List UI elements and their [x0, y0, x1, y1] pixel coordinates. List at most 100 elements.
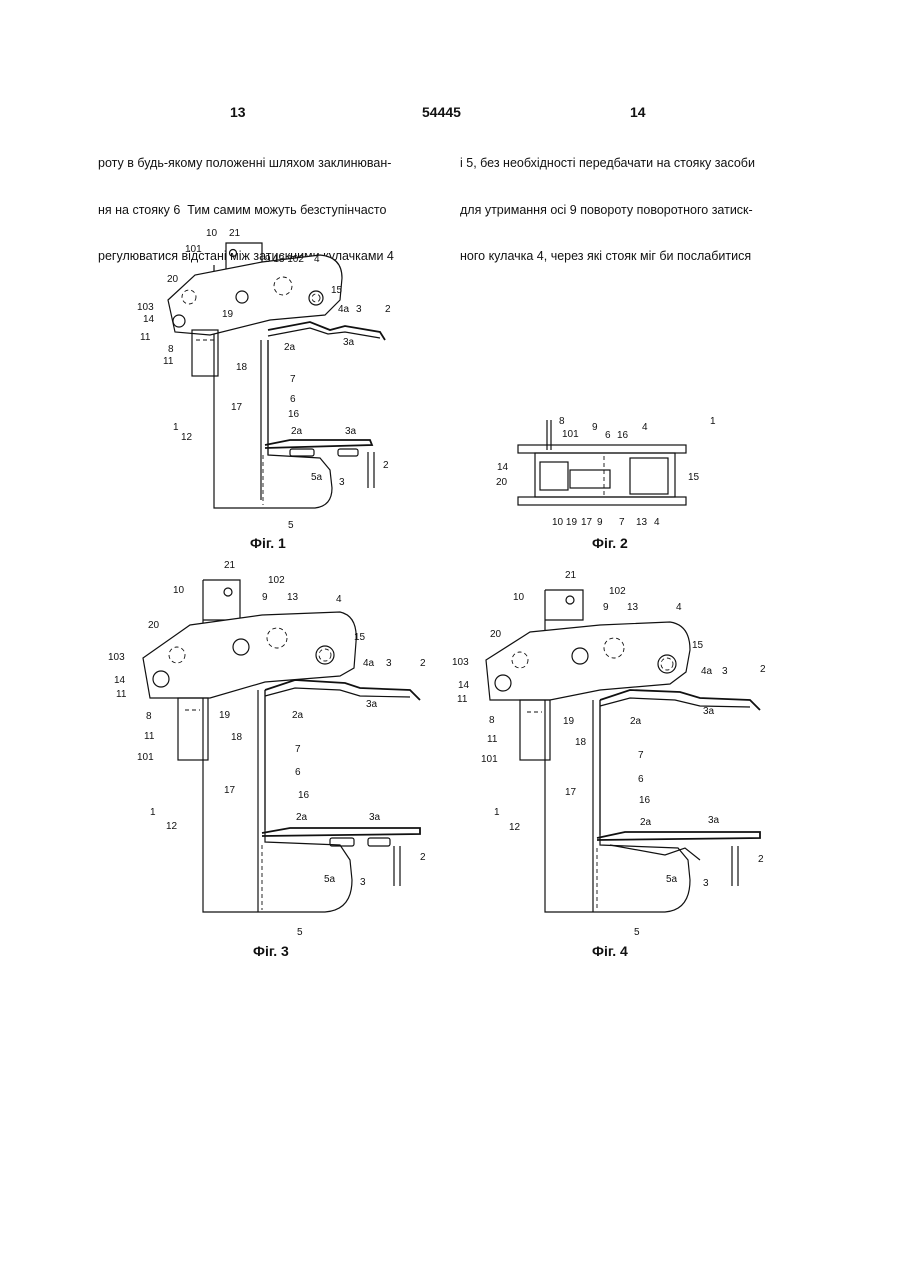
svg-text:5: 5 [297, 927, 303, 938]
svg-text:15: 15 [331, 285, 343, 296]
plate-3-lower [262, 828, 420, 836]
figure-2: 81 10196164 1415 20 10 191797134 Фіг. 2 [496, 416, 716, 551]
svg-text:14: 14 [143, 314, 155, 325]
svg-text:5a: 5a [666, 874, 678, 885]
svg-text:2: 2 [760, 664, 766, 675]
clamp-jaw-4 [168, 255, 342, 335]
svg-text:17: 17 [581, 517, 593, 528]
svg-text:7: 7 [295, 744, 301, 755]
svg-text:12: 12 [166, 821, 178, 832]
plate-3-lower [597, 832, 760, 840]
svg-text:20: 20 [167, 274, 179, 285]
svg-text:5: 5 [288, 520, 294, 531]
svg-text:8: 8 [559, 416, 565, 427]
svg-text:18: 18 [575, 737, 587, 748]
svg-text:14: 14 [114, 675, 126, 686]
svg-text:21: 21 [565, 570, 577, 581]
part-15 [630, 458, 668, 494]
svg-text:3: 3 [703, 878, 709, 889]
svg-text:2: 2 [758, 854, 764, 865]
svg-text:18: 18 [231, 732, 243, 743]
svg-text:16: 16 [617, 430, 629, 441]
svg-text:2a: 2a [292, 710, 304, 721]
svg-text:19: 19 [219, 710, 231, 721]
svg-text:2a: 2a [291, 426, 303, 437]
figure-4: 21102 109134 2015 1034a32 143a 11192a 81… [452, 570, 766, 959]
svg-text:13: 13 [287, 592, 299, 603]
svg-text:20: 20 [148, 620, 160, 631]
svg-text:5a: 5a [311, 472, 323, 483]
svg-text:15: 15 [692, 640, 704, 651]
svg-text:7: 7 [290, 374, 296, 385]
svg-text:3: 3 [360, 877, 366, 888]
svg-text:101: 101 [481, 754, 498, 765]
svg-text:21: 21 [224, 560, 236, 571]
svg-text:6: 6 [638, 774, 644, 785]
svg-text:6: 6 [605, 430, 611, 441]
svg-text:14: 14 [458, 680, 470, 691]
svg-text:4: 4 [654, 517, 660, 528]
svg-text:20: 20 [496, 477, 508, 488]
svg-text:1: 1 [494, 807, 500, 818]
svg-text:3: 3 [356, 304, 362, 315]
svg-text:5a: 5a [324, 874, 336, 885]
svg-text:19: 19 [563, 716, 575, 727]
svg-text:11: 11 [457, 694, 468, 705]
caption-fig-4: Фіг. 4 [592, 943, 628, 959]
svg-text:11: 11 [487, 734, 498, 745]
svg-text:8: 8 [146, 711, 152, 722]
svg-text:14: 14 [497, 462, 509, 473]
svg-text:8: 8 [489, 715, 495, 726]
svg-text:15: 15 [688, 472, 700, 483]
svg-text:10: 10 [513, 592, 525, 603]
svg-text:1: 1 [710, 416, 716, 427]
svg-text:1: 1 [150, 807, 156, 818]
svg-text:17: 17 [565, 787, 577, 798]
hole-21 [230, 250, 237, 257]
svg-text:11: 11 [116, 689, 127, 700]
stand-top [545, 590, 583, 620]
svg-text:4a: 4a [701, 666, 713, 677]
svg-text:3a: 3a [366, 699, 378, 710]
svg-text:15: 15 [354, 632, 366, 643]
svg-text:13: 13 [627, 602, 639, 613]
svg-text:11: 11 [144, 731, 155, 742]
svg-text:4: 4 [642, 422, 648, 433]
svg-text:3: 3 [722, 666, 728, 677]
svg-text:9: 9 [262, 592, 268, 603]
svg-text:9: 9 [603, 602, 609, 613]
svg-text:9: 9 [597, 517, 603, 528]
svg-text:103: 103 [137, 302, 154, 313]
svg-text:3a: 3a [345, 426, 357, 437]
svg-text:13: 13 [636, 517, 648, 528]
svg-text:19: 19 [222, 309, 234, 320]
svg-text:18: 18 [236, 362, 248, 373]
svg-text:8: 8 [168, 344, 174, 355]
svg-text:17: 17 [224, 785, 236, 796]
svg-text:2a: 2a [640, 817, 652, 828]
tab-2 [368, 452, 374, 488]
svg-text:9: 9 [592, 422, 598, 433]
svg-text:16: 16 [639, 795, 651, 806]
clamp-jaw-4 [486, 622, 690, 700]
svg-text:17: 17 [231, 402, 243, 413]
svg-text:2: 2 [420, 852, 426, 863]
svg-text:16: 16 [298, 790, 310, 801]
svg-text:2: 2 [383, 460, 389, 471]
svg-text:4: 4 [314, 254, 320, 265]
svg-text:101: 101 [562, 429, 579, 440]
svg-text:102: 102 [268, 575, 285, 586]
svg-text:3a: 3a [343, 337, 355, 348]
caption-fig-1: Фіг. 1 [250, 535, 286, 551]
svg-text:3a: 3a [708, 815, 720, 826]
svg-text:12: 12 [509, 822, 521, 833]
svg-text:3a: 3a [703, 706, 715, 717]
svg-text:9 13 102: 9 13 102 [265, 254, 304, 265]
svg-text:7: 7 [638, 750, 644, 761]
svg-text:5: 5 [634, 927, 640, 938]
svg-text:11: 11 [163, 356, 174, 367]
svg-text:2: 2 [420, 658, 426, 669]
svg-text:4: 4 [336, 594, 342, 605]
